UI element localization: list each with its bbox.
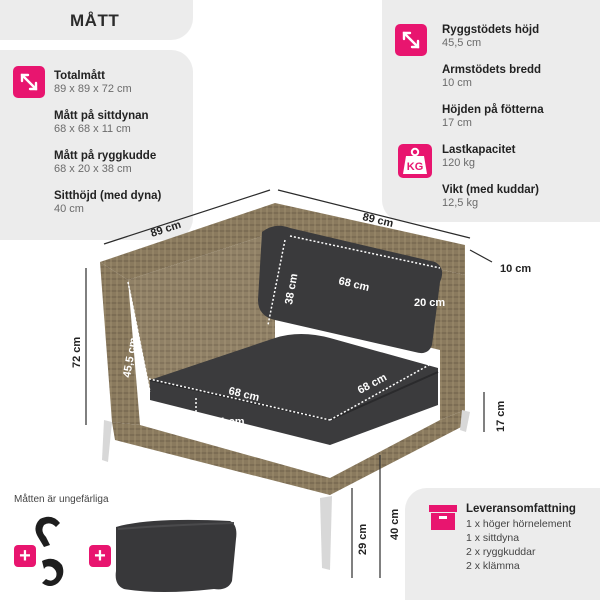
spec-value: 40 cm xyxy=(54,203,84,215)
leg xyxy=(460,410,470,432)
dim-line xyxy=(469,249,493,263)
dim-frame-height: 29 cm xyxy=(357,524,369,555)
weight-kg-text: KG xyxy=(407,161,424,173)
spec-weight: Vikt (med kuddar) 12,5 kg xyxy=(442,184,539,209)
leg xyxy=(320,496,332,570)
spec-label: Totalmått xyxy=(54,70,105,82)
delivery-item: 2 x ryggkuddar xyxy=(466,546,536,558)
diagonal-arrows-icon xyxy=(13,66,45,98)
plus-icon: + xyxy=(89,545,111,567)
dim-seat-thickness: 11 cm xyxy=(214,416,245,428)
dim-cushion-depth: 20 cm xyxy=(414,297,445,309)
delivery-item: 2 x klämma xyxy=(466,560,520,572)
spec-armrest: Armstödets bredd 10 cm xyxy=(442,64,541,89)
delivery-title: Leveransomfattning xyxy=(466,503,576,515)
spec-label: Armstödets bredd xyxy=(442,64,542,76)
spec-backrest: Ryggstödets höjd 45,5 cm xyxy=(442,24,539,49)
spec-value: 68 x 20 x 38 cm xyxy=(54,163,132,175)
dim-seat-height: 40 cm xyxy=(389,509,401,540)
spec-load: Lastkapacitet 120 kg xyxy=(442,144,516,169)
back-frame-top xyxy=(100,203,465,280)
box-icon xyxy=(428,503,458,531)
spec-value: 10 cm xyxy=(442,77,472,89)
back-cushion xyxy=(258,225,443,354)
dim-cushion-height: 38 cm xyxy=(283,273,300,306)
spec-seat-height: Sitthöjd (med dyna) 40 cm xyxy=(54,190,161,215)
dim-line xyxy=(329,359,439,421)
dim-arm: 10 cm xyxy=(500,263,531,275)
delivery-item: 1 x höger hörnelement xyxy=(466,518,572,530)
dim-line xyxy=(127,281,151,393)
dim-feet: 17 cm xyxy=(495,401,507,432)
dim-line xyxy=(289,235,441,269)
spec-back-cushion: Mått på ryggkudde 68 x 20 x 38 cm xyxy=(54,150,156,175)
approx-note: Måtten är ungefärliga xyxy=(14,494,109,505)
spec-feet: Höjden på fötterna 17 cm xyxy=(442,104,544,129)
page-title: MÅTT xyxy=(70,11,120,30)
spec-label: Höjden på fötterna xyxy=(442,104,544,116)
spec-total: Totalmått 89 x 89 x 72 cm xyxy=(54,70,132,95)
clamp-icon xyxy=(32,515,72,590)
spec-label: Sitthöjd (med dyna) xyxy=(54,190,162,202)
dim-line xyxy=(103,189,271,245)
left-arm-front xyxy=(100,262,140,425)
dim-line xyxy=(277,189,471,239)
spec-value: 17 cm xyxy=(442,117,472,129)
diagonal-arrows-icon xyxy=(395,24,427,56)
spec-value: 12,5 kg xyxy=(442,197,479,209)
delivery-item: 1 x sittdyna xyxy=(466,532,520,544)
spec-value: 45,5 cm xyxy=(442,37,482,49)
seat-cushion xyxy=(150,334,438,445)
spec-seat-cushion: Mått på sittdynan 68 x 68 x 11 cm xyxy=(54,110,149,135)
weight-kg-icon: KG xyxy=(398,144,432,178)
back-cushion-icon xyxy=(110,515,240,595)
spec-label: Ryggstödets höjd xyxy=(442,24,540,36)
spec-label: Vikt (med kuddar) xyxy=(442,184,539,196)
spec-label: Mått på sittdynan xyxy=(54,110,149,122)
spec-label: Mått på ryggkudde xyxy=(54,150,157,162)
dim-height-total: 72 cm xyxy=(71,337,83,368)
spec-label: Lastkapacitet xyxy=(442,144,516,156)
spec-value: 68 x 68 x 11 cm xyxy=(54,123,131,135)
leg xyxy=(102,420,112,462)
spec-value: 89 x 89 x 72 cm xyxy=(54,83,132,95)
dim-line xyxy=(267,239,286,326)
title-panel xyxy=(0,0,193,40)
spec-value: 120 kg xyxy=(442,157,476,169)
plus-icon: + xyxy=(14,545,36,567)
base-frame xyxy=(112,410,465,495)
